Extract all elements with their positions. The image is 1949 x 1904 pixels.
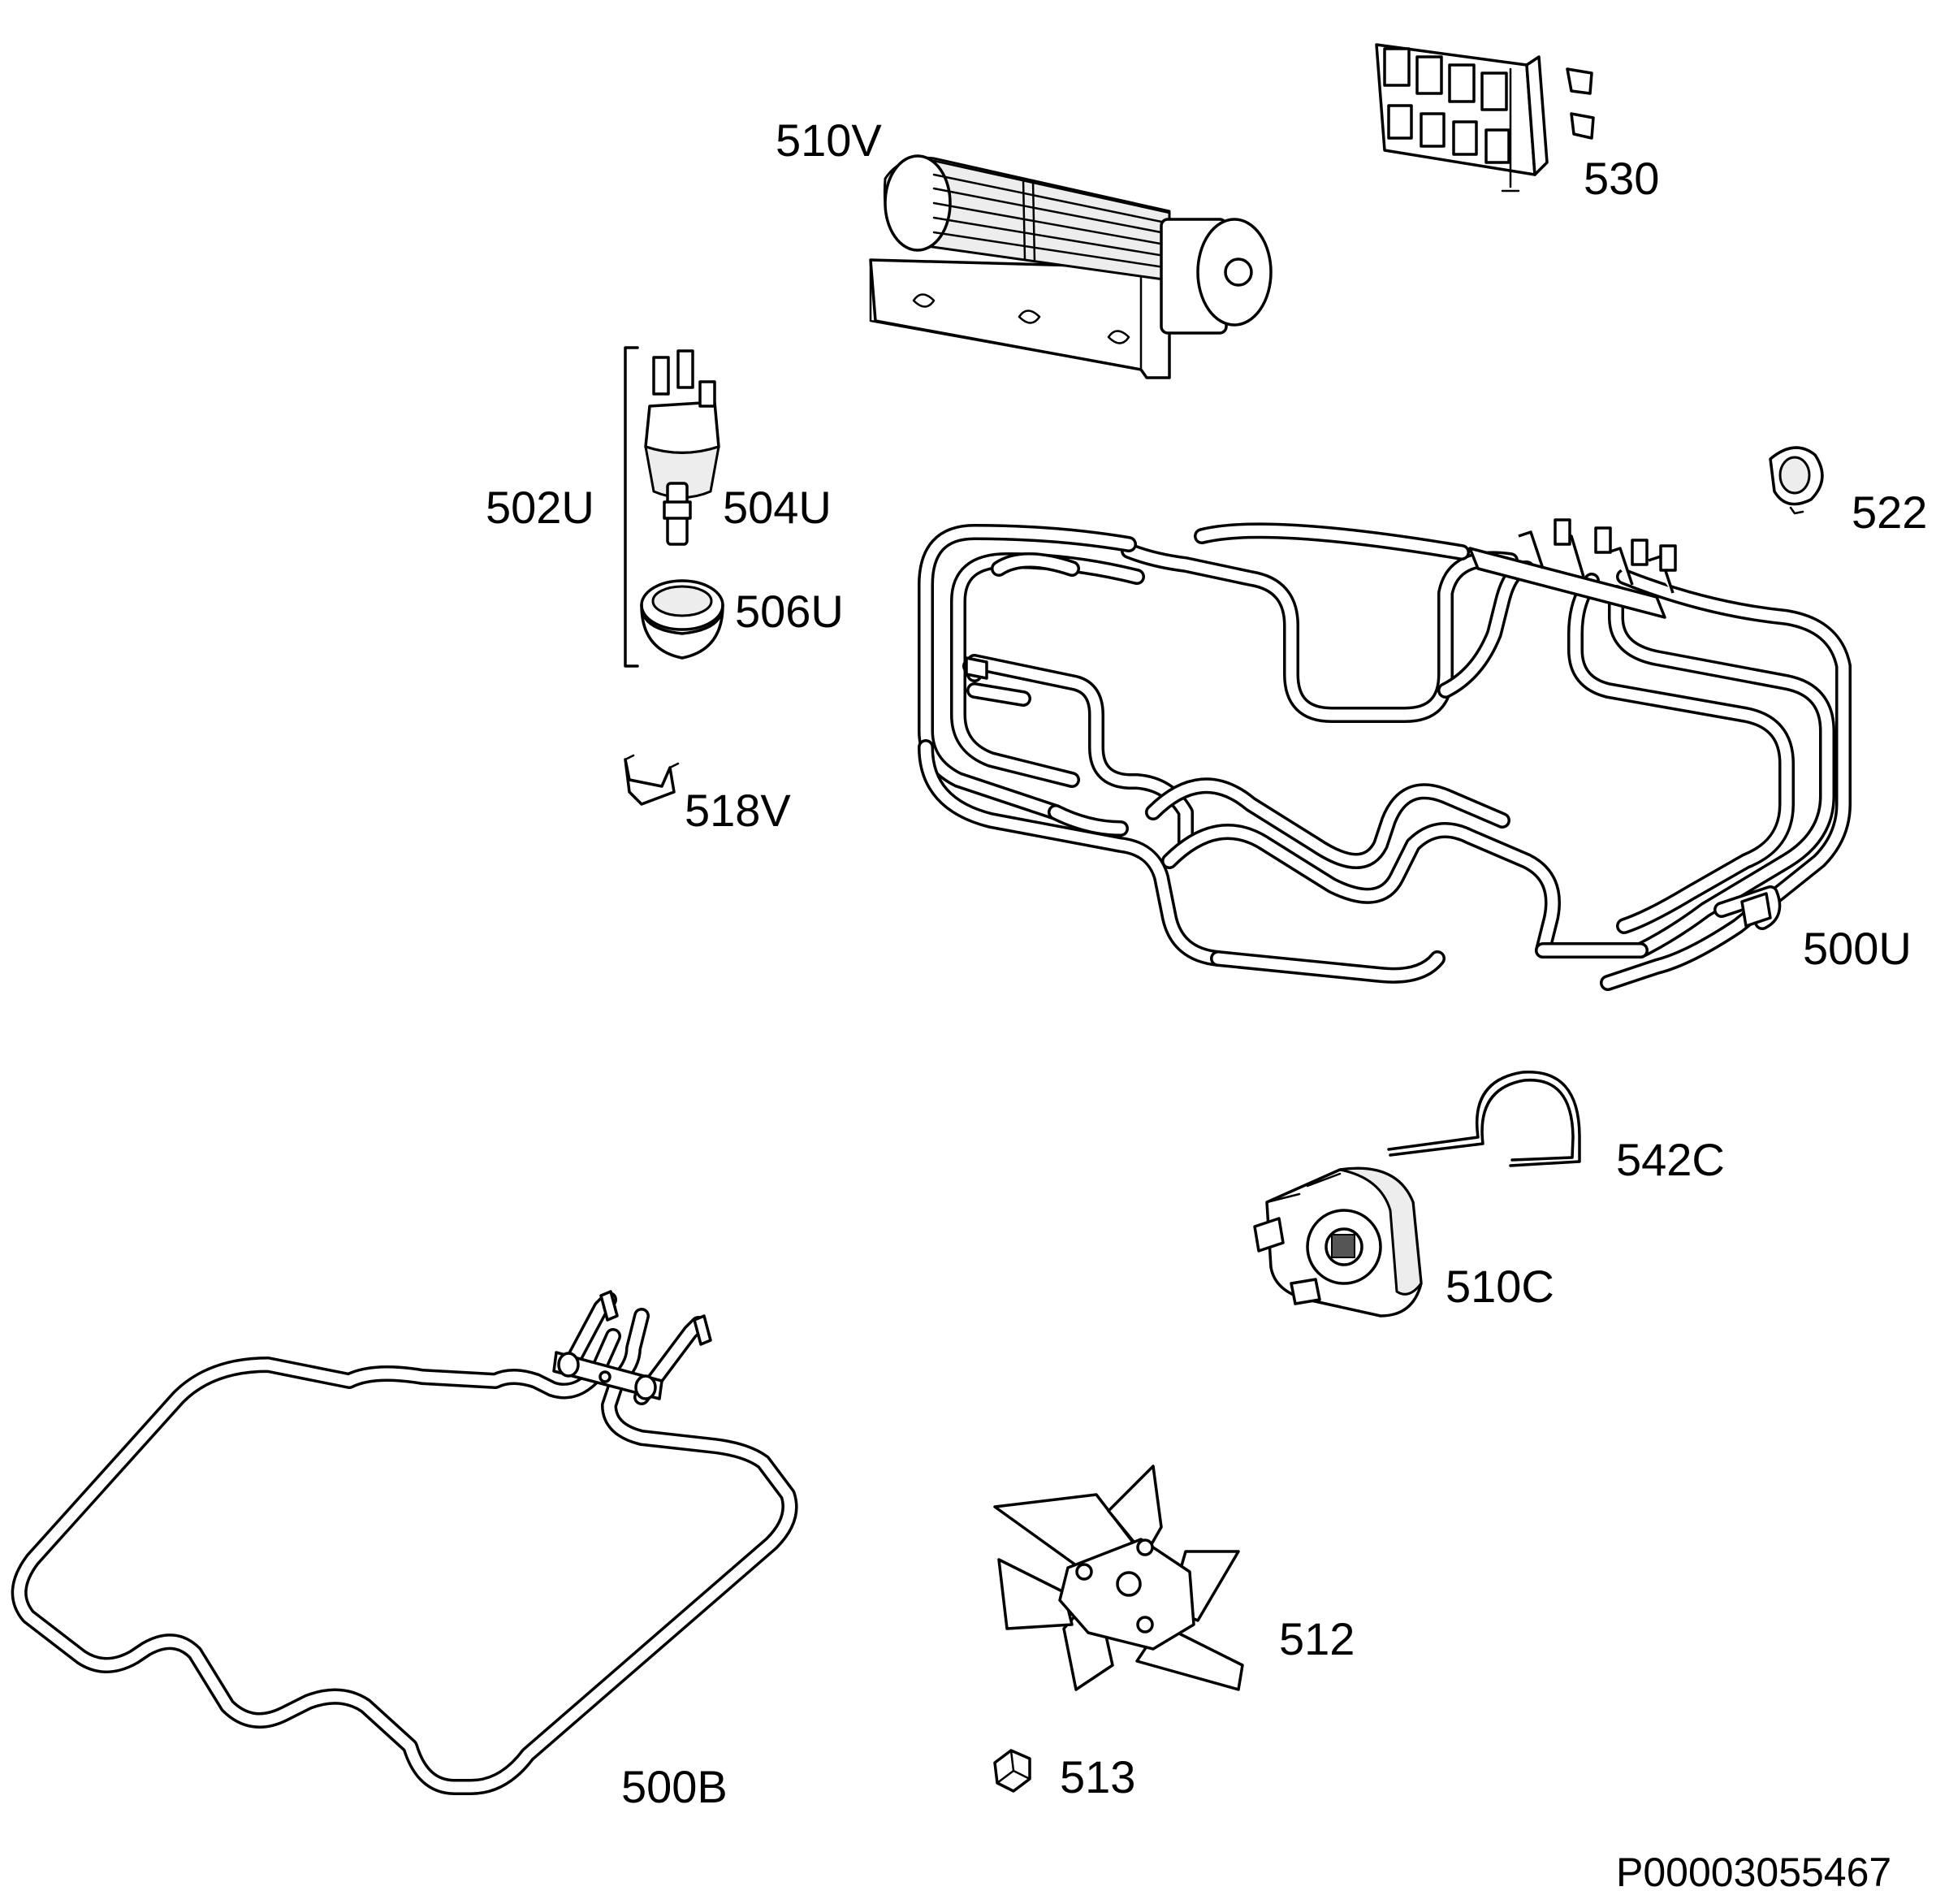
label-502U: 502U xyxy=(486,482,594,533)
upper-heating-element-part xyxy=(918,518,1852,991)
label-512: 512 xyxy=(1279,1613,1355,1664)
group-bracket xyxy=(624,346,639,668)
label-518V: 518V xyxy=(685,785,791,836)
fan-motor-part xyxy=(1253,1166,1423,1318)
label-530: 530 xyxy=(1584,153,1660,204)
drawing-code: P00003055467 xyxy=(1616,1850,1892,1895)
label-510V: 510V xyxy=(776,115,882,166)
label-513: 513 xyxy=(1060,1751,1136,1802)
label-500U: 500U xyxy=(1803,923,1912,974)
lamp-cover-part xyxy=(640,579,724,660)
label-500B: 500B xyxy=(621,1761,728,1812)
lamp-part xyxy=(663,482,692,546)
capillary-clip-part xyxy=(1387,1071,1581,1167)
terminal-block-part xyxy=(1375,43,1595,193)
label-504U: 504U xyxy=(723,482,832,533)
label-542C: 542C xyxy=(1616,1134,1725,1185)
label-506U: 506U xyxy=(735,586,844,637)
lamp-holder-part xyxy=(644,349,720,499)
clip-part xyxy=(624,754,680,806)
label-522: 522 xyxy=(1852,487,1928,538)
label-510C: 510C xyxy=(1446,1261,1554,1312)
nut-part xyxy=(993,1749,1031,1793)
fan-blade-part xyxy=(993,1465,1244,1691)
connector-clip-part xyxy=(1769,446,1824,515)
tangential-fan-part xyxy=(869,154,1273,379)
lower-heating-element-part xyxy=(11,1290,798,1795)
